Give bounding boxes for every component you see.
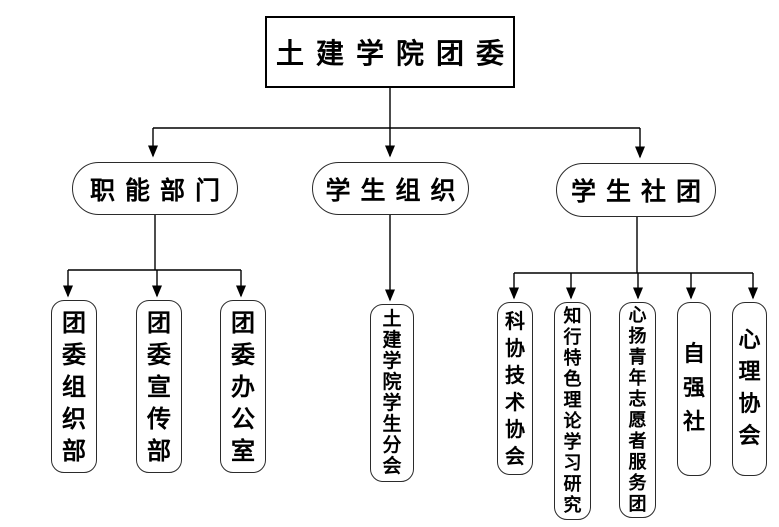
node-psychology-association: 心 理 协 会: [732, 302, 767, 476]
node-ziqiang-society: 自 强 社: [677, 302, 711, 476]
node-student-societies-label: 学生社团: [570, 177, 711, 206]
node-office-label: 团 委 办 公 室: [231, 308, 255, 465]
node-league-committee: 土建学院团委: [265, 16, 515, 88]
node-publicity-dept-label: 团 委 宣 传 部: [147, 308, 171, 465]
node-xinyang-volunteer-group: 心 扬 青 年 志 愿 者 服 务 团: [619, 302, 656, 518]
node-student-branch: 土 建 学 院 学 生 分 会: [370, 304, 414, 482]
node-functional-departments: 职能部门: [72, 162, 238, 215]
node-zhixing-theory-study: 知 行 特 色 理 论 学 习 研 究: [554, 302, 591, 520]
node-league-committee-label: 土建学院团委: [275, 37, 516, 70]
node-student-branch-label: 土 建 学 院 学 生 分 会: [382, 308, 402, 477]
node-science-tech-association: 科 协 技 术 协 会: [497, 302, 533, 475]
node-student-organizations: 学生组织: [312, 162, 469, 215]
node-office: 团 委 办 公 室: [220, 300, 266, 473]
node-ziqiang-society-label: 自 强 社: [682, 342, 705, 435]
node-organization-dept-label: 团 委 组 织 部: [62, 308, 86, 465]
node-organization-dept: 团 委 组 织 部: [51, 300, 97, 473]
node-xinyang-volunteer-group-label: 心 扬 青 年 志 愿 者 服 务 团: [628, 305, 647, 515]
node-student-societies: 学生社团: [556, 163, 716, 217]
node-publicity-dept: 团 委 宣 传 部: [136, 300, 182, 473]
node-zhixing-theory-study-label: 知 行 特 色 理 论 学 习 研 究: [563, 306, 582, 516]
node-functional-departments-label: 职能部门: [89, 175, 230, 205]
node-student-organizations-label: 学生组织: [325, 175, 466, 205]
node-psychology-association-label: 心 理 协 会: [738, 328, 761, 449]
node-science-tech-association-label: 科 协 技 术 协 会: [505, 308, 525, 468]
